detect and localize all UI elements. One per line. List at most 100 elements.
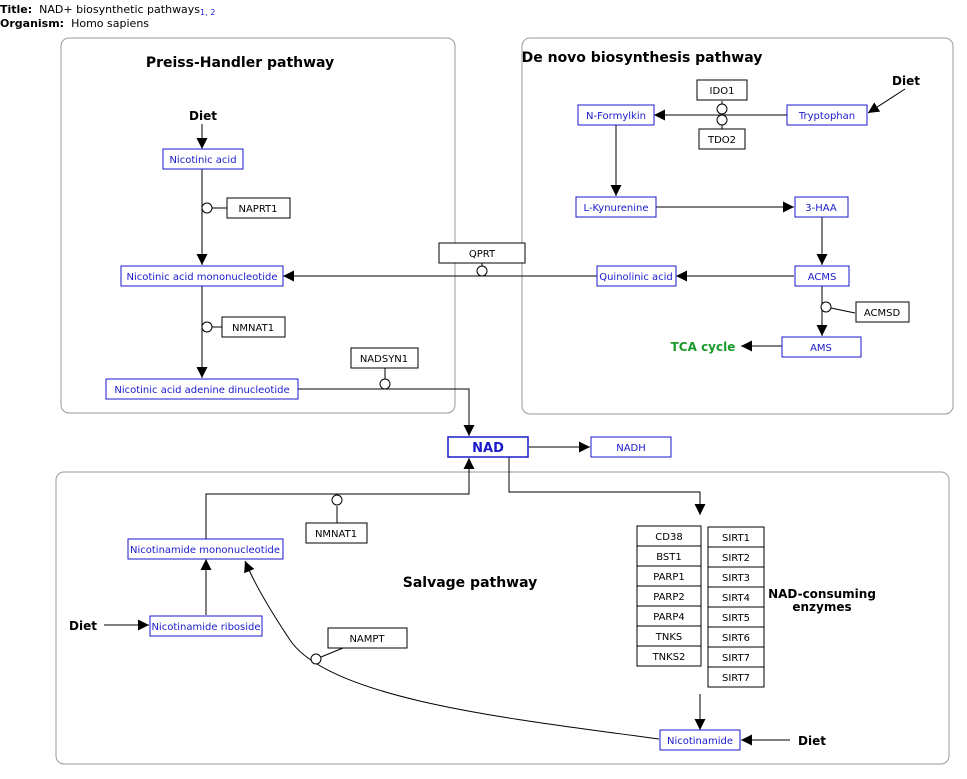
edge-nmn-to-nad[interactable] <box>205 458 475 539</box>
node-quinolinic-acid[interactable]: Quinolinic acid <box>596 265 677 287</box>
node-nicotinamide-riboside[interactable]: Nicotinamide riboside <box>149 615 263 637</box>
diet-label-salvage-left: Diet <box>69 619 97 633</box>
enzyme-parp2[interactable]: PARP2 <box>636 585 702 607</box>
enzyme-tnks2[interactable]: TNKS2 <box>636 645 702 667</box>
node-nicotinic-acid-adenine-dinucleotide[interactable]: Nicotinic acid adenine dinucleotide <box>105 378 299 400</box>
svg-text:Nicotinic acid: Nicotinic acid <box>169 155 236 166</box>
gene-ido1[interactable]: IDO1 <box>696 79 748 101</box>
node-nicotinic-acid-mononucleotide[interactable]: Nicotinic acid mononucleotide <box>120 265 284 287</box>
catalysis-circle <box>379 378 391 390</box>
group-salvage[interactable] <box>55 471 950 765</box>
enzyme-parp4[interactable]: PARP4 <box>636 605 702 627</box>
gene-nampt[interactable]: NAMPT <box>327 627 408 649</box>
edge-nicotinamide-to-nmn[interactable] <box>244 560 660 740</box>
svg-text:L-Kynurenine: L-Kynurenine <box>583 203 648 214</box>
enzyme-label: SIRT3 <box>722 573 750 584</box>
svg-text:ACMSD: ACMSD <box>864 308 901 319</box>
svg-text:Quinolinic acid: Quinolinic acid <box>599 272 673 283</box>
svg-text:N-Formylkin: N-Formylkin <box>586 111 646 122</box>
enzyme-sirt4[interactable]: SIRT4 <box>707 586 765 608</box>
enzyme-sirt2[interactable]: SIRT2 <box>707 546 765 568</box>
node-nicotinic-acid[interactable]: Nicotinic acid <box>162 148 244 170</box>
svg-text:NAPRT1: NAPRT1 <box>238 204 277 215</box>
title-references[interactable]: 1, 2 <box>200 8 216 17</box>
svg-text:NMNAT1: NMNAT1 <box>315 529 357 540</box>
enzyme-label: SIRT4 <box>722 593 750 604</box>
page-title: NAD+ biosynthetic pathways <box>39 3 201 16</box>
gene-qprt[interactable]: QPRT <box>438 242 526 264</box>
gene-nadsyn1[interactable]: NADSYN1 <box>350 347 419 369</box>
svg-text:NADSYN1: NADSYN1 <box>360 354 408 365</box>
enzyme-label: PARP4 <box>653 612 685 623</box>
organism-line: Organism: Homo sapiens <box>0 17 149 31</box>
enzyme-label: SIRT5 <box>722 613 750 624</box>
catalysis-acmsd <box>830 307 856 314</box>
enzyme-label: SIRT1 <box>722 533 750 544</box>
organism-label: Organism: <box>0 17 65 30</box>
svg-text:NAD: NAD <box>472 441 504 456</box>
catalysis-circle <box>716 103 728 115</box>
svg-text:NADH: NADH <box>616 443 646 454</box>
nad-consuming-label: NAD-consuming <box>768 587 876 601</box>
enzyme-cd38[interactable]: CD38 <box>636 525 702 547</box>
node-nad[interactable]: NAD <box>447 436 529 458</box>
enzyme-parp1[interactable]: PARP1 <box>636 565 702 587</box>
enzyme-bst1[interactable]: BST1 <box>636 545 702 567</box>
diet-label-preiss: Diet <box>189 109 217 123</box>
catalysis-circle <box>476 265 488 277</box>
title-label: Title: <box>0 3 33 16</box>
gene-naprt1[interactable]: NAPRT1 <box>226 197 291 219</box>
node-3-haa[interactable]: 3-HAA <box>794 196 849 218</box>
catalysis-circle <box>331 494 343 506</box>
gene-nmnat1-top[interactable]: NMNAT1 <box>221 316 286 338</box>
enzyme-tnks[interactable]: TNKS <box>636 625 702 647</box>
gene-acmsd[interactable]: ACMSD <box>855 301 910 323</box>
node-nicotinamide-mononucleotide[interactable]: Nicotinamide mononucleotide <box>127 538 284 560</box>
enzyme-label: SIRT7 <box>722 653 750 664</box>
node-nicotinamide[interactable]: Nicotinamide <box>659 729 741 751</box>
edge-nad-to-enzymes[interactable] <box>508 457 706 515</box>
svg-text:Nicotinic acid mononucleotide: Nicotinic acid mononucleotide <box>126 272 277 283</box>
enzyme-sirt7[interactable]: SIRT7 <box>707 646 765 668</box>
enzyme-label: TNKS2 <box>652 652 686 663</box>
svg-text:QPRT: QPRT <box>469 249 496 260</box>
node-n-formylkin[interactable]: N-Formylkin <box>577 104 655 126</box>
catalysis-circle <box>201 321 213 333</box>
gene-nmnat1-bottom[interactable]: NMNAT1 <box>305 522 368 544</box>
title-line: Title: NAD+ biosynthetic pathways1, 2 <box>0 3 215 20</box>
group-title-salvage: Salvage pathway <box>403 575 538 591</box>
enzyme-sirt1[interactable]: SIRT1 <box>707 526 765 548</box>
metabolite-nodes: Nicotinic acid Nicotinic acid mononucleo… <box>105 104 868 751</box>
svg-text:Tryptophan: Tryptophan <box>798 111 855 122</box>
enzyme-sirt5[interactable]: SIRT5 <box>707 606 765 628</box>
edge-diet-to-tryptophan[interactable] <box>867 88 906 114</box>
enzyme-label: CD38 <box>655 532 682 543</box>
node-nadh[interactable]: NADH <box>590 436 672 458</box>
group-title-de-novo: De novo biosynthesis pathway <box>522 50 763 66</box>
svg-text:Nicotinamide: Nicotinamide <box>667 736 733 747</box>
enzyme-sirt7[interactable]: SIRT7 <box>707 666 765 688</box>
svg-text:3-HAA: 3-HAA <box>805 203 837 214</box>
catalysis-circle <box>310 653 322 665</box>
node-l-kynurenine[interactable]: L-Kynurenine <box>575 196 657 218</box>
diet-label-salvage-right: Diet <box>798 734 826 748</box>
enzyme-label: PARP2 <box>653 592 685 603</box>
enzyme-sirt3[interactable]: SIRT3 <box>707 566 765 588</box>
group-preiss-handler[interactable] <box>60 37 456 414</box>
group-de-novo[interactable] <box>521 37 954 415</box>
svg-text:Nicotinic acid adenine dinucle: Nicotinic acid adenine dinucleotide <box>114 385 289 396</box>
svg-text:NAMPT: NAMPT <box>349 634 385 645</box>
node-acms[interactable]: ACMS <box>794 265 850 287</box>
svg-text:NMNAT1: NMNAT1 <box>232 323 274 334</box>
node-ams[interactable]: AMS <box>781 336 862 358</box>
gene-tdo2[interactable]: TDO2 <box>698 128 746 150</box>
enzyme-sirt6[interactable]: SIRT6 <box>707 626 765 648</box>
enzyme-label: BST1 <box>656 552 682 563</box>
tca-cycle-label: TCA cycle <box>671 340 736 354</box>
node-tryptophan[interactable]: Tryptophan <box>786 104 868 126</box>
catalysis-circle <box>201 202 213 214</box>
edge-naad-to-nad[interactable] <box>298 388 475 436</box>
